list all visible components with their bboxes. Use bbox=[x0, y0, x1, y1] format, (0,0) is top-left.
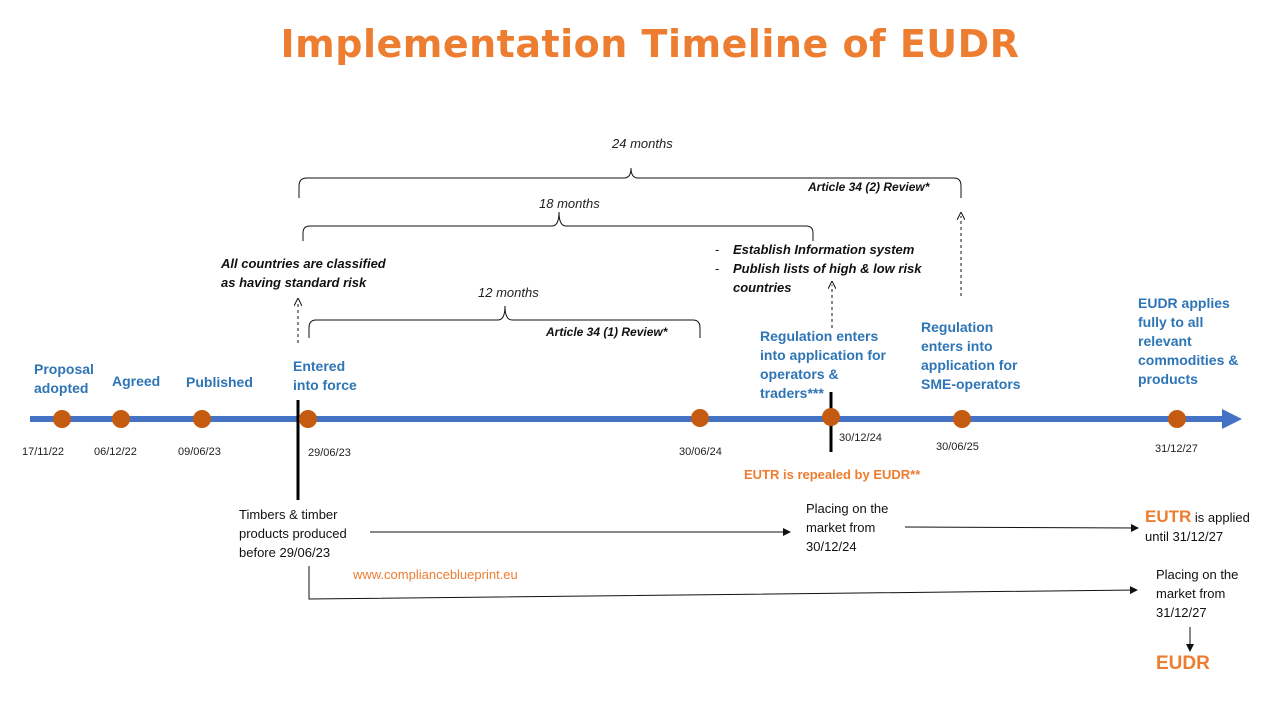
brace-24-months bbox=[298, 167, 962, 198]
date-label: 30/12/24 bbox=[839, 432, 882, 444]
review-article-34-1: Article 34 (1) Review* bbox=[546, 325, 668, 339]
event-agreed: Agreed bbox=[112, 373, 161, 389]
review-article-34-2: Article 34 (2) Review* bbox=[808, 180, 930, 194]
date-label: 31/12/27 bbox=[1155, 443, 1198, 455]
application-tasks: -Establish Information system -Publish l… bbox=[715, 240, 922, 297]
standard-risk-note: All countries are classified as having s… bbox=[221, 254, 386, 292]
brace-18-months bbox=[302, 211, 814, 241]
website-link[interactable]: www.complianceblueprint.eu bbox=[353, 567, 518, 582]
date-label: 30/06/24 bbox=[679, 446, 722, 458]
milestone-dot bbox=[953, 410, 971, 428]
duration-12-months: 12 months bbox=[478, 285, 539, 300]
event-published: Published bbox=[186, 374, 253, 390]
date-label: 30/06/25 bbox=[936, 441, 979, 453]
milestone-dot bbox=[1168, 410, 1186, 428]
milestone-dot bbox=[112, 410, 130, 428]
standard-risk-line: All countries are classified bbox=[221, 256, 386, 271]
arrow-to-placing-2027 bbox=[308, 566, 1138, 600]
eutr-applied-note: EUTR is applied until 31/12/27 bbox=[1145, 507, 1250, 544]
duration-18-months: 18 months bbox=[539, 196, 600, 211]
date-label: 09/06/23 bbox=[178, 446, 221, 458]
eudr-label: EUDR bbox=[1156, 653, 1210, 674]
milestone-dot bbox=[193, 410, 211, 428]
standard-risk-line: as having standard risk bbox=[221, 275, 367, 290]
date-label: 06/12/22 bbox=[94, 446, 137, 458]
task-item: -Establish Information system bbox=[715, 242, 915, 257]
brace-12-months bbox=[308, 305, 701, 338]
date-label: 29/06/23 bbox=[308, 447, 351, 459]
duration-24-months: 24 months bbox=[612, 136, 673, 151]
eutr-label: EUTR bbox=[1145, 507, 1192, 526]
page-title: Implementation Timeline of EUDR bbox=[280, 22, 1020, 66]
arrow-placing-to-eutr bbox=[904, 523, 1139, 532]
milestone-dot bbox=[299, 410, 317, 428]
milestone-dot bbox=[691, 409, 709, 427]
date-label: 17/11/22 bbox=[22, 446, 65, 458]
milestone-dot bbox=[822, 408, 840, 426]
timeline-arrowhead bbox=[1222, 409, 1242, 429]
eutr-repealed-note: EUTR is repealed by EUDR** bbox=[744, 467, 921, 482]
milestone-dot bbox=[53, 410, 71, 428]
